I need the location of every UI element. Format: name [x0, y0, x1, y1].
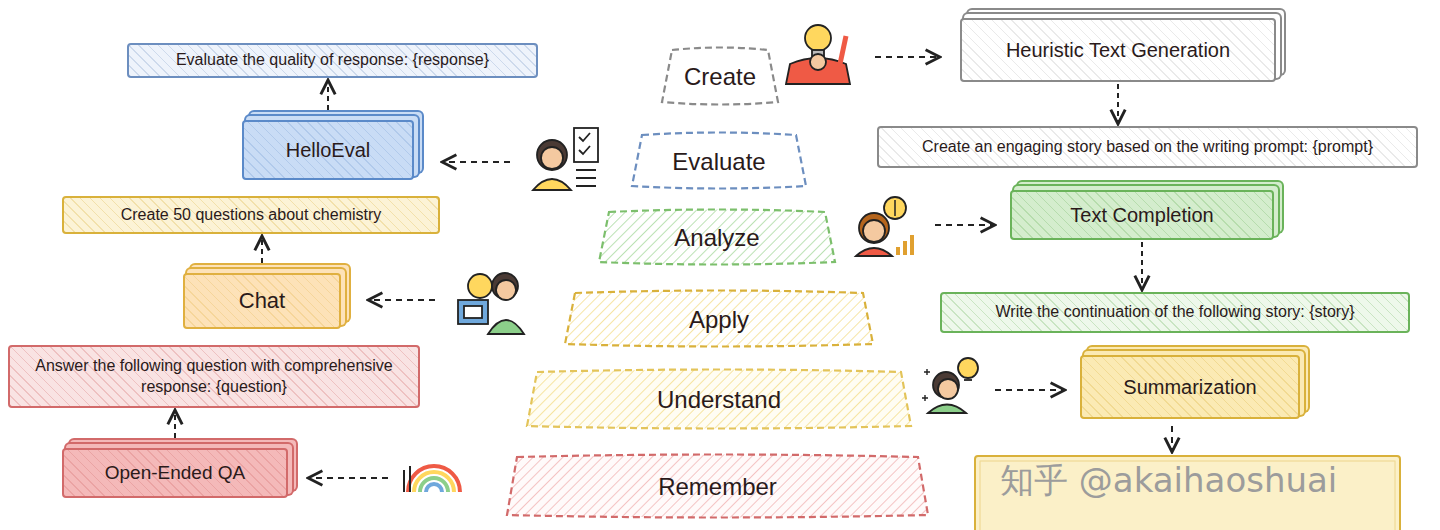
- pyramid-layer: Understand: [525, 370, 913, 430]
- girl-checklist-icon: [533, 128, 598, 190]
- layer-label: Understand: [657, 384, 781, 415]
- dashed-arrow: [174, 410, 176, 438]
- icon-arrows: [308, 57, 1172, 478]
- task-label: Chat: [239, 287, 285, 316]
- task-label: Open-Ended QA: [105, 461, 245, 486]
- prompt-text: Evaluate the quality of response: {respo…: [176, 50, 489, 71]
- task-label: HelloEval: [286, 137, 370, 163]
- prompt-box: Answer the following question with compr…: [8, 345, 420, 408]
- pyramid-layer: Analyze: [597, 210, 837, 266]
- task-box: HelloEval: [242, 120, 414, 180]
- prompt-text: Create 50 questions about chemistry: [121, 205, 382, 226]
- layer-label: Create: [684, 61, 756, 92]
- prompt-box-partial: [975, 456, 1400, 530]
- woman-money-icon: [856, 197, 912, 256]
- task-box: Chat: [183, 273, 341, 329]
- prompt-text: Write the continuation of the following …: [995, 302, 1354, 323]
- layer-label: Remember: [658, 471, 777, 502]
- dashed-arrow: [261, 236, 263, 263]
- layer-label: Evaluate: [672, 146, 765, 177]
- layer-label: Analyze: [674, 222, 759, 253]
- task-label: Text Completion: [1070, 202, 1213, 228]
- prompt-text: Create an engaging story based on the wr…: [922, 137, 1373, 158]
- person-bulb-icon: [786, 25, 850, 84]
- pyramid-layer: Remember: [505, 455, 930, 519]
- dashed-arrow: [327, 80, 329, 110]
- pyramid-layer: Evaluate: [630, 133, 808, 190]
- task-label: Heuristic Text Generation: [1006, 37, 1230, 63]
- dashed-arrow: [1141, 242, 1143, 290]
- prompt-box: Create an engaging story based on the wr…: [877, 126, 1418, 168]
- task-label: Summarization: [1123, 374, 1256, 400]
- prompt-box: Write the continuation of the following …: [940, 292, 1410, 333]
- watermark: 知乎 @akaihaoshuai: [1000, 458, 1337, 504]
- person-idea-icon: [922, 358, 978, 413]
- prompt-box: Create 50 questions about chemistry: [62, 196, 440, 234]
- layer-label: Apply: [689, 304, 749, 335]
- pyramid-layer: Create: [660, 48, 780, 106]
- dashed-arrow: [1117, 84, 1119, 124]
- task-box: Text Completion: [1010, 190, 1274, 240]
- prompt-box: Evaluate the quality of response: {respo…: [127, 43, 538, 78]
- person-computer-icon: [458, 273, 524, 334]
- task-box: Open-Ended QA: [62, 448, 288, 498]
- rainbow-icon: [404, 466, 460, 492]
- prompt-text: Answer the following question with compr…: [20, 356, 408, 398]
- task-box: Heuristic Text Generation: [960, 18, 1276, 82]
- pyramid-layer: Apply: [563, 291, 875, 348]
- task-box: Summarization: [1080, 355, 1300, 419]
